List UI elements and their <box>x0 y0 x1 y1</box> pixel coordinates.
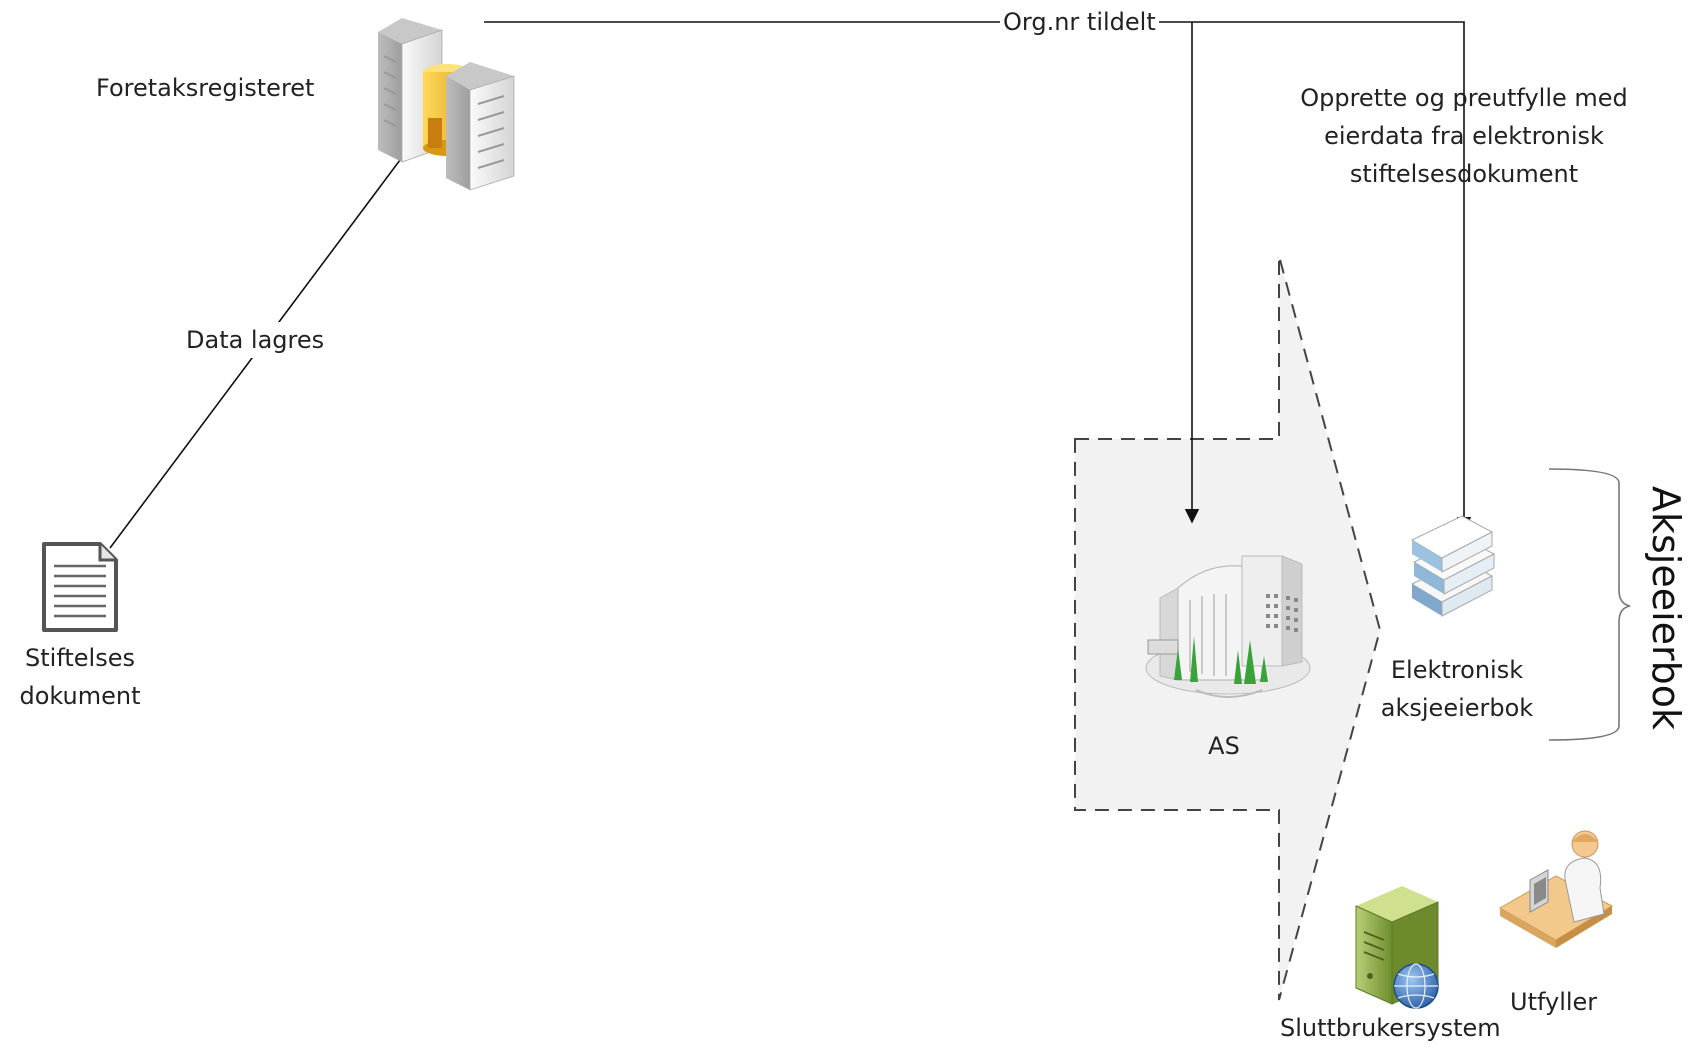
aksjeeierbok-brace <box>1548 468 1631 741</box>
foretaksregisteret-label: Foretaksregisteret <box>96 74 315 102</box>
document-icon <box>42 542 118 632</box>
web-server-icon <box>1355 886 1439 1009</box>
org-nr-tildelt-line <box>484 21 1472 532</box>
utfyller-label: Utfyller <box>1510 988 1598 1016</box>
elektronisk-aksjeeierbok-label-line1: Elektronisk <box>1390 656 1524 684</box>
data-lagres-label: Data lagres <box>183 322 328 358</box>
sluttbrukersystem-label: Sluttbrukersystem <box>1280 1014 1501 1042</box>
book-stack-icon <box>1410 515 1496 617</box>
elektronisk-aksjeeierbok-label-line2: aksjeeierbok <box>1380 694 1534 722</box>
opprette-label-line2: eierdata fra elektronisk <box>1324 122 1604 150</box>
as-label: AS <box>1208 732 1240 760</box>
opprette-label-line3: stiftelsesdokument <box>1349 160 1579 188</box>
company-building-icon <box>1145 555 1311 698</box>
user-at-computer-icon <box>1498 830 1614 948</box>
aksjeeierbok-group-label: Aksjeeierbok <box>1644 486 1688 731</box>
stiftelsesdokument-label-line2: dokument <box>19 682 141 710</box>
opprette-label-line1: Opprette og preutfylle med <box>1300 84 1628 112</box>
database-server-icon <box>378 18 515 191</box>
stiftelsesdokument-label-line1: Stiftelses <box>25 644 135 672</box>
org-nr-tildelt-label: Org.nr tildelt <box>1000 4 1159 40</box>
